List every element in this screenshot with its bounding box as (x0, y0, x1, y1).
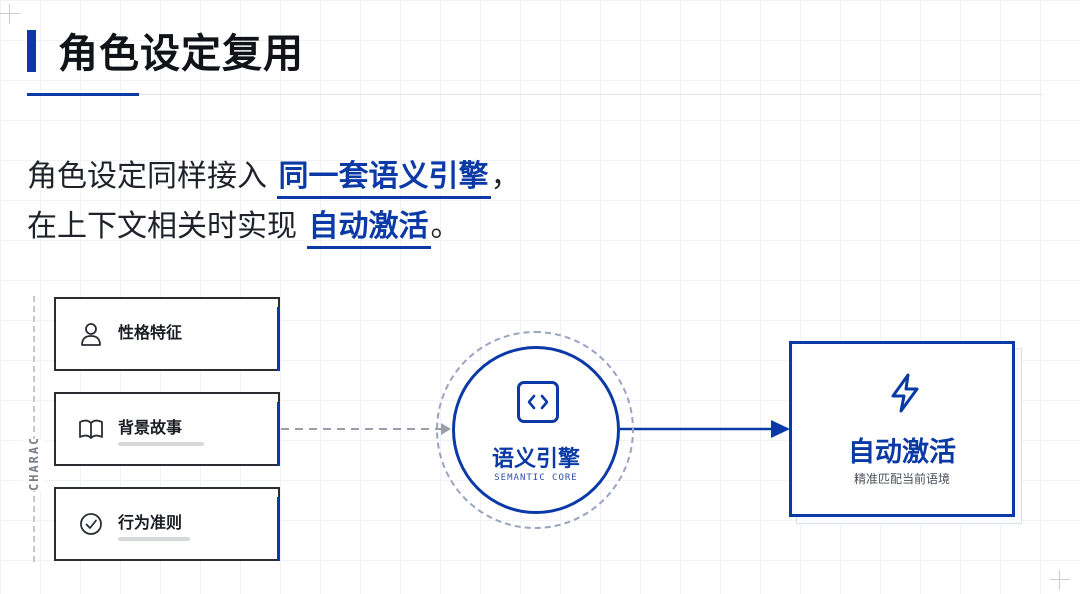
semantic-core-node: 语义引擎 SEMANTIC CORE (452, 346, 620, 514)
intro-highlight-engine: 同一套语义引擎 (276, 158, 491, 199)
user-icon (81, 323, 101, 346)
card-behavior-placeholder-bar (118, 537, 190, 541)
character-doc-bracket (33, 296, 35, 562)
intro-line-1-suffix: ， (490, 159, 521, 194)
corner-crosshair-top-left (0, 4, 20, 24)
card-personality: 性格特征 (54, 297, 280, 371)
header-divider-accent (27, 93, 139, 96)
corner-crosshair-bottom-right (1050, 570, 1070, 590)
lightning-icon (891, 373, 919, 413)
intro-line-1-prefix: 角色设定同样接入 (27, 159, 277, 194)
auto-activation-title: 自动激活 (848, 437, 956, 468)
card-backstory-label: 背景故事 (118, 418, 183, 437)
intro-text: 角色设定同样接入 同一套语义引擎， 在上下文相关时实现 自动激活。 (27, 152, 521, 252)
card-backstory-placeholder-bar (118, 442, 204, 446)
intro-highlight-activation: 自动激活 (306, 208, 431, 249)
header-divider (27, 94, 1043, 95)
character-doc-label: CHARACTER DOC (23, 439, 45, 491)
intro-line-2-prefix: 在上下文相关时实现 (27, 209, 307, 244)
auto-activation-box: 自动激活 精准匹配当前语境 (789, 341, 1015, 517)
semantic-core-title: 语义引擎 (491, 447, 580, 472)
card-behavior-rules-label: 行为准则 (118, 513, 183, 532)
check-circle-icon (80, 513, 102, 535)
card-backstory: 背景故事 (54, 392, 280, 466)
card-personality-label: 性格特征 (118, 323, 183, 342)
book-icon (79, 419, 103, 439)
semantic-core-outer-ring (436, 331, 634, 529)
semantic-core-subtitle: SEMANTIC CORE (494, 473, 578, 483)
auto-activation-subtitle: 精准匹配当前语境 (853, 472, 950, 486)
core-to-output-arrowhead (771, 420, 790, 438)
code-icon (517, 381, 559, 423)
title-accent-bar (27, 30, 36, 72)
page-title: 角色设定复用 (58, 31, 304, 77)
intro-line-1: 角色设定同样接入 同一套语义引擎， (27, 152, 521, 202)
intro-line-2-suffix: 。 (430, 209, 461, 244)
intro-line-2: 在上下文相关时实现 自动激活。 (27, 202, 521, 252)
card-behavior-rules: 行为准则 (54, 487, 280, 561)
